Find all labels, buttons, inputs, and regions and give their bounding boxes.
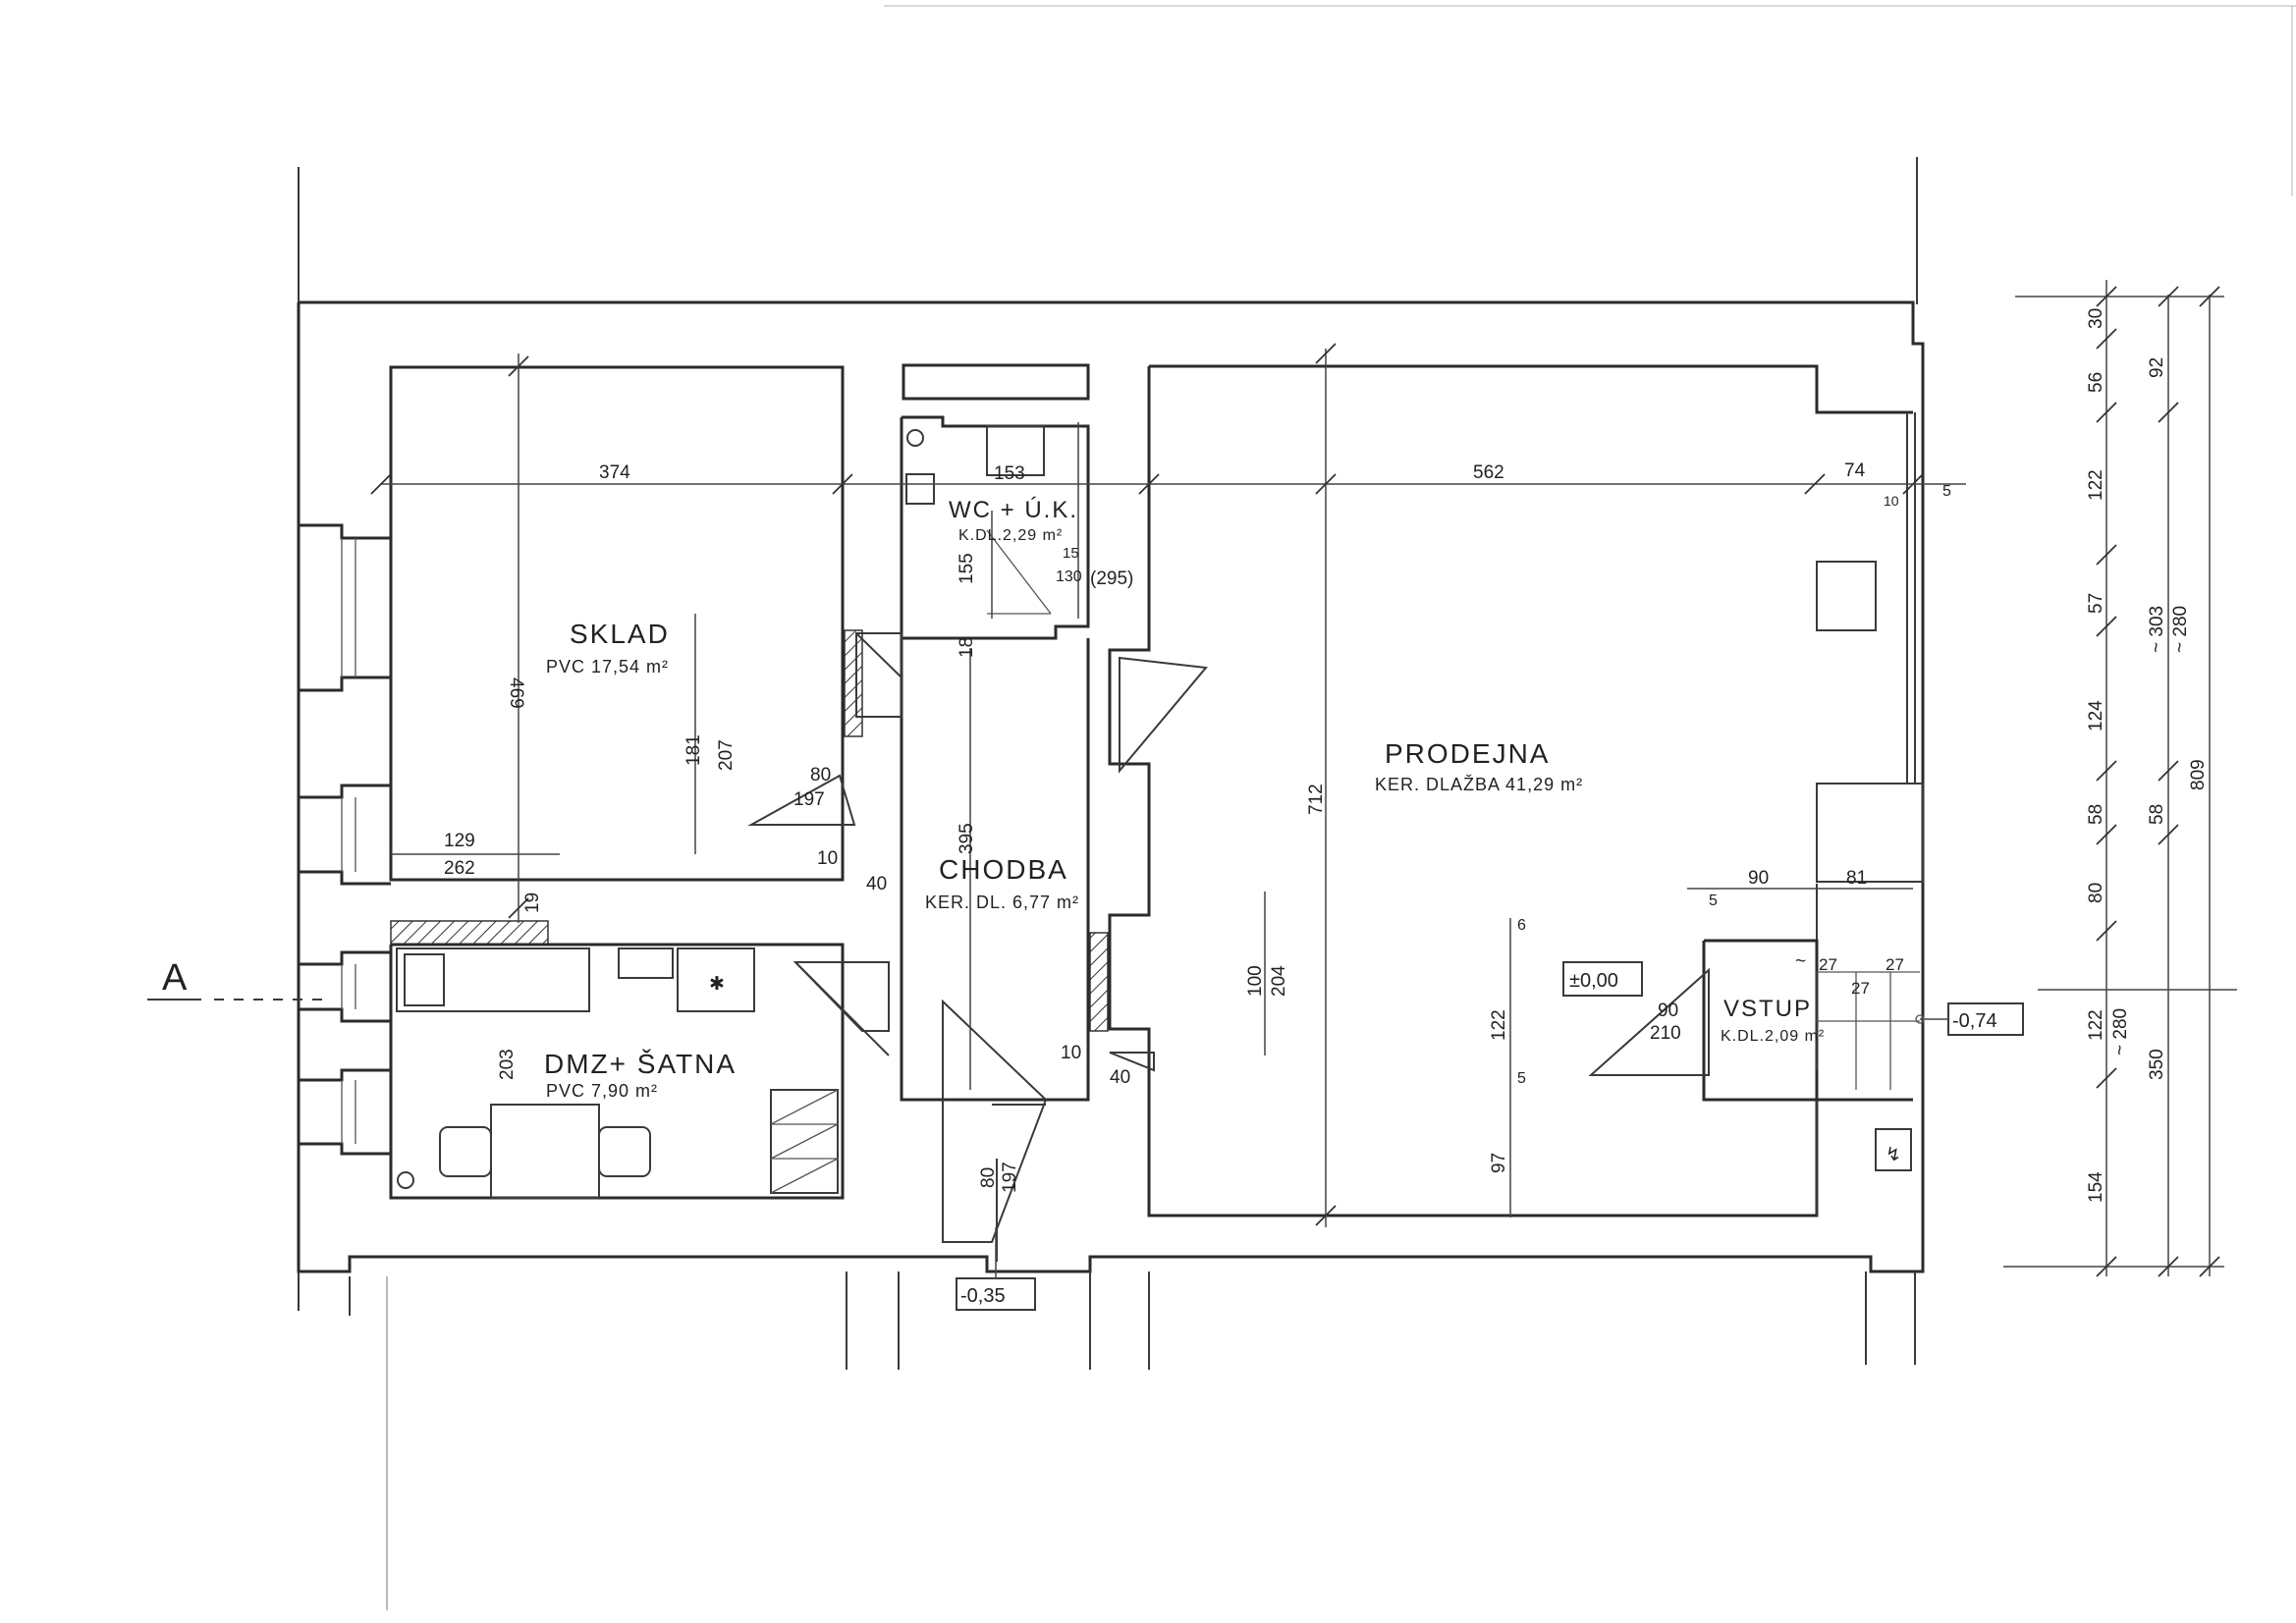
dim-chodba-wall-a: 10 bbox=[817, 848, 838, 869]
building-outline bbox=[297, 157, 1925, 1610]
stove-icon: ✱ bbox=[709, 974, 725, 995]
dim-sklad-bottom-a: 129 bbox=[444, 831, 475, 851]
dim-wc-sink-b: 130 bbox=[1056, 568, 1082, 585]
dim-sklad-bottom-b: 262 bbox=[444, 858, 475, 879]
dim-prodejna-door-h1: 100 bbox=[1245, 965, 1266, 997]
sheet-border bbox=[884, 5, 2296, 196]
stair-arrow-icon: ↯ bbox=[1886, 1145, 1901, 1165]
section-label: A bbox=[162, 957, 188, 999]
room-sklad bbox=[299, 365, 863, 946]
dim-chodba-wall-b: 40 bbox=[866, 874, 887, 894]
dim-chodba-door-w: 80 bbox=[978, 1167, 999, 1188]
room-name-chodba: CHODBA bbox=[939, 854, 1068, 885]
section-marker: A bbox=[147, 957, 324, 1001]
room-dmz-satna: ✱ bbox=[299, 943, 845, 1200]
room-wc bbox=[900, 363, 1090, 640]
room-name-wc: WC + Ú.K. bbox=[949, 497, 1078, 523]
room-finish-wc: K.DL.2,29 m² bbox=[958, 527, 1063, 544]
dim-right-outer-5: 350 bbox=[2147, 1049, 2167, 1080]
dim-prodejna-wall-b: 5 bbox=[1942, 483, 1951, 500]
dim-prodejna-width: 562 bbox=[1473, 462, 1504, 483]
room-finish-dmz: PVC 7,90 m² bbox=[546, 1081, 658, 1101]
room-name-sklad: SKLAD bbox=[570, 619, 670, 649]
dim-vstup-tilde: ~ bbox=[1795, 951, 1806, 972]
dimension-labels: 374 469 181 207 80 197 129 262 19 153 15… bbox=[444, 460, 1951, 1193]
dim-sklad-door-h: 197 bbox=[793, 789, 825, 810]
dim-right-outer-3: ~ 280 bbox=[2170, 606, 2191, 653]
dim-right-8: 122 bbox=[2086, 1009, 2106, 1041]
dim-sklad-door-w: 80 bbox=[810, 765, 831, 785]
dim-dmz-height: 203 bbox=[497, 1049, 518, 1080]
room-name-vstup: VSTUP bbox=[1723, 996, 1812, 1022]
dim-chodba-wall-d: 40 bbox=[1110, 1067, 1130, 1088]
dim-chodba-door-h: 197 bbox=[1000, 1162, 1020, 1193]
dim-prodejna-tick-b: 122 bbox=[1489, 1009, 1509, 1041]
room-finish-vstup: K.DL.2,09 m² bbox=[1721, 1028, 1825, 1045]
level-entrance: -0,74 bbox=[1952, 1010, 1997, 1032]
dim-right-4: 57 bbox=[2086, 593, 2106, 614]
dim-prodejna-tick-a: 6 bbox=[1517, 917, 1526, 934]
dim-sklad-window-h2: 207 bbox=[716, 739, 737, 771]
dim-vstup-step-b: 27 bbox=[1851, 979, 1870, 998]
dim-sklad-wall: 19 bbox=[522, 893, 543, 913]
dim-right-outer-2: ~ 303 bbox=[2147, 606, 2167, 653]
dim-vstup-door-h: 210 bbox=[1650, 1023, 1681, 1044]
dimension-lines bbox=[370, 280, 2237, 1277]
dim-prodejna-vstup-w: 90 bbox=[1748, 868, 1769, 889]
room-vstup bbox=[1588, 939, 1920, 1102]
dim-sklad-width: 374 bbox=[599, 462, 630, 483]
dim-chodba-length: 395 bbox=[957, 823, 977, 854]
dim-right-9: 154 bbox=[2086, 1171, 2106, 1203]
dim-prodejna-door-h2: 204 bbox=[1269, 965, 1289, 997]
dim-right-3: 122 bbox=[2086, 469, 2106, 501]
dim-right-total: 809 bbox=[2188, 759, 2209, 790]
dim-right-6: 58 bbox=[2086, 804, 2106, 825]
dim-right-outer-4: 58 bbox=[2147, 804, 2167, 825]
dim-chodba-wall-c: 10 bbox=[1061, 1043, 1081, 1063]
dim-vstup-step-c: 27 bbox=[1886, 955, 1904, 974]
dim-vstup-door-w: 90 bbox=[1658, 1001, 1678, 1021]
dim-prodejna-tick-d: 97 bbox=[1489, 1153, 1509, 1173]
dim-prodejna-wall-a: 10 bbox=[1884, 493, 1899, 509]
dim-wc-height: 155 bbox=[957, 553, 977, 584]
dim-right-8b: ~ 280 bbox=[2110, 1008, 2131, 1055]
dim-right-7: 80 bbox=[2086, 883, 2106, 903]
dim-right-2: 56 bbox=[2086, 372, 2106, 393]
dim-vstup-step-a: 27 bbox=[1819, 955, 1837, 974]
dim-sklad-window-h: 181 bbox=[683, 734, 704, 766]
dim-wc-sink-c: (295) bbox=[1090, 568, 1133, 589]
dim-right-1: 30 bbox=[2086, 308, 2106, 329]
level-floor: ±0,00 bbox=[1569, 970, 1618, 992]
room-finish-sklad: PVC 17,54 m² bbox=[546, 657, 669, 676]
dim-sklad-height: 469 bbox=[506, 677, 526, 709]
right-dimension-chain: 30 56 122 57 124 58 80 122 ~ 280 154 92 … bbox=[2086, 308, 2209, 1203]
dim-right-outer-1: 92 bbox=[2147, 357, 2167, 378]
dim-wc-sink-a: 15 bbox=[1063, 545, 1079, 562]
dim-wc-door-gap: 18 bbox=[957, 637, 977, 658]
room-finish-chodba: KER. DL. 6,77 m² bbox=[925, 893, 1079, 912]
room-chodba bbox=[747, 632, 1109, 1262]
dim-prodejna-right: 74 bbox=[1844, 460, 1866, 481]
dim-prodejna-vstup-b: 81 bbox=[1846, 868, 1867, 889]
dim-wc-width: 153 bbox=[994, 463, 1025, 484]
room-name-prodejna: PRODEJNA bbox=[1385, 738, 1550, 769]
dim-right-5: 124 bbox=[2086, 700, 2106, 731]
dim-prodejna-tick-c: 5 bbox=[1517, 1070, 1526, 1087]
dim-prodejna-height: 712 bbox=[1306, 784, 1327, 815]
room-name-dmz: DMZ+ ŠATNA bbox=[544, 1049, 737, 1079]
room-finish-prodejna: KER. DLAŽBA 41,29 m² bbox=[1375, 775, 1583, 794]
dim-prodejna-vstup-c: 5 bbox=[1709, 893, 1718, 909]
level-corridor-exit: -0,35 bbox=[960, 1285, 1006, 1307]
level-markers: ±0,00 -0,74 -0,35 bbox=[956, 961, 2024, 1311]
room-labels: SKLAD PVC 17,54 m² WC + Ú.K. K.DL.2,29 m… bbox=[544, 497, 1825, 1101]
